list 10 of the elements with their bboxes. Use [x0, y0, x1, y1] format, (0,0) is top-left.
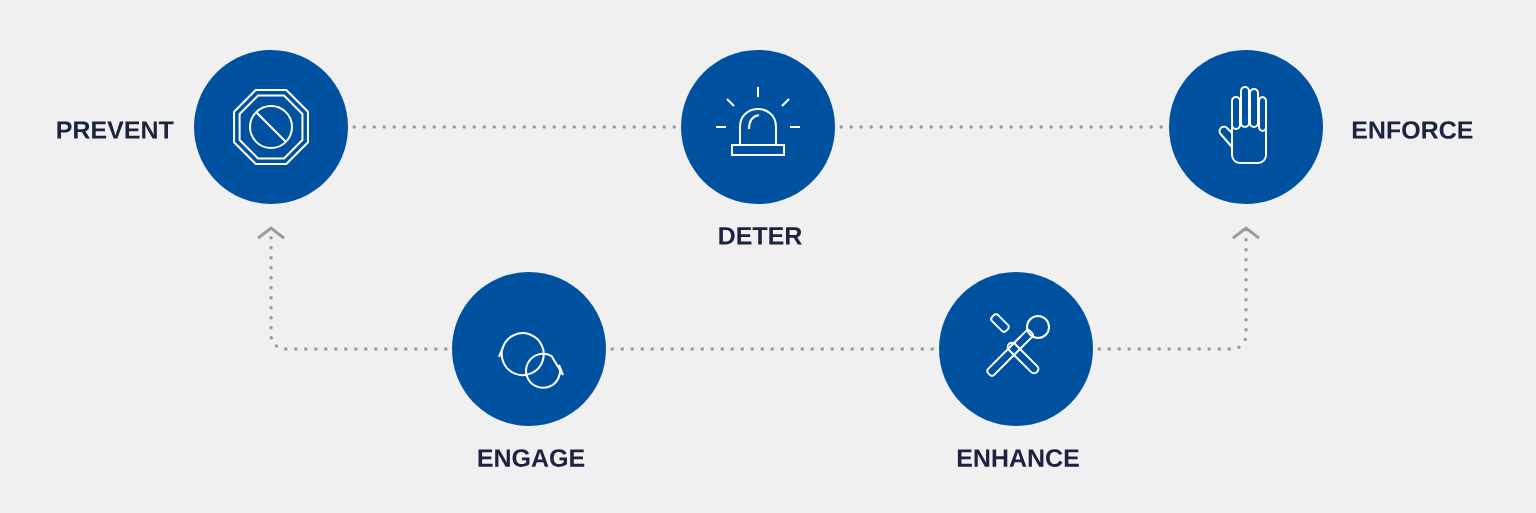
dotted-arrow	[257, 226, 448, 351]
node-label: PREVENT	[57, 121, 174, 139]
node-label: DETER	[719, 227, 802, 245]
dotted-arrow	[1097, 226, 1260, 351]
dotted-connector	[610, 347, 935, 351]
node-label: ENFORCE	[1352, 121, 1473, 139]
dotted-connector	[352, 125, 677, 129]
node-label: ENGAGE	[478, 449, 585, 467]
dotted-connector	[839, 125, 1165, 129]
node-label: ENHANCE	[957, 449, 1079, 467]
